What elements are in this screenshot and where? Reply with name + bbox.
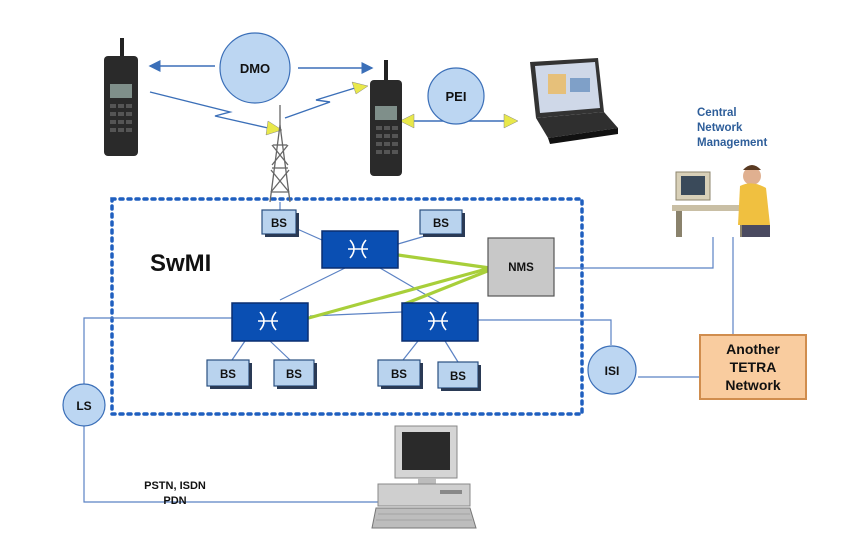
- svg-text:Management: Management: [697, 137, 767, 149]
- svg-text:Another: Another: [726, 341, 780, 357]
- svg-text:BS: BS: [271, 218, 287, 230]
- svg-text:BS: BS: [450, 371, 466, 383]
- svg-text:Network: Network: [725, 377, 780, 393]
- ls-label: LS: [76, 399, 91, 413]
- another-tetra-network: Another TETRA Network: [699, 334, 807, 400]
- dmo-label: DMO: [240, 61, 270, 76]
- svg-text:BS: BS: [391, 369, 407, 381]
- pei-label: PEI: [446, 89, 467, 104]
- antenna-tower-icon: [269, 105, 291, 203]
- pei-arrow-right: [503, 113, 519, 129]
- swmi-label: SwMI: [150, 250, 211, 277]
- uplink-arrowhead: [265, 120, 283, 136]
- svg-text:Central: Central: [697, 107, 737, 119]
- bs-node: BS: [377, 359, 423, 389]
- nms-node: NMS: [487, 237, 555, 297]
- radio-downlink: [284, 87, 356, 119]
- bs-node: BS: [273, 359, 317, 389]
- desktop-computer-icon: [371, 425, 477, 529]
- dmo-node: DMO: [219, 32, 291, 104]
- svg-text:PDN: PDN: [163, 495, 186, 507]
- swmi-boundary: [110, 197, 584, 416]
- connection-lines: [83, 202, 734, 503]
- svg-text:Network: Network: [697, 122, 743, 134]
- switch-icon: [231, 302, 309, 342]
- svg-text:PSTN, ISDN: PSTN, ISDN: [144, 480, 206, 492]
- nms-label: NMS: [508, 262, 534, 274]
- bs-node: BS: [206, 359, 252, 389]
- switch-icon: [321, 230, 399, 269]
- svg-text:BS: BS: [220, 369, 236, 381]
- pei-arrow-left: [399, 113, 415, 129]
- isi-label: ISI: [605, 364, 620, 378]
- svg-text:BS: BS: [286, 369, 302, 381]
- svg-text:TETRA: TETRA: [730, 359, 777, 375]
- bs-node: BS: [437, 361, 481, 391]
- central-mgmt-label: Central Network Management: [697, 107, 767, 149]
- radio-handset-icon: [370, 60, 402, 176]
- laptop-icon: [530, 58, 618, 144]
- downlink-arrowhead: [351, 81, 369, 95]
- radio-uplink: [149, 91, 269, 129]
- nms-links: [304, 253, 491, 321]
- pei-node: PEI: [427, 67, 485, 125]
- radio-handset-icon: [104, 38, 138, 156]
- operator-workstation-icon: [672, 165, 770, 237]
- svg-text:BS: BS: [433, 218, 449, 230]
- ls-node: LS: [62, 383, 106, 427]
- bs-node: BS: [261, 209, 299, 237]
- pstn-label: PSTN, ISDN PDN: [144, 480, 206, 507]
- isi-node: ISI: [587, 345, 637, 395]
- switch-icon: [401, 302, 479, 342]
- bs-node: BS: [419, 209, 465, 237]
